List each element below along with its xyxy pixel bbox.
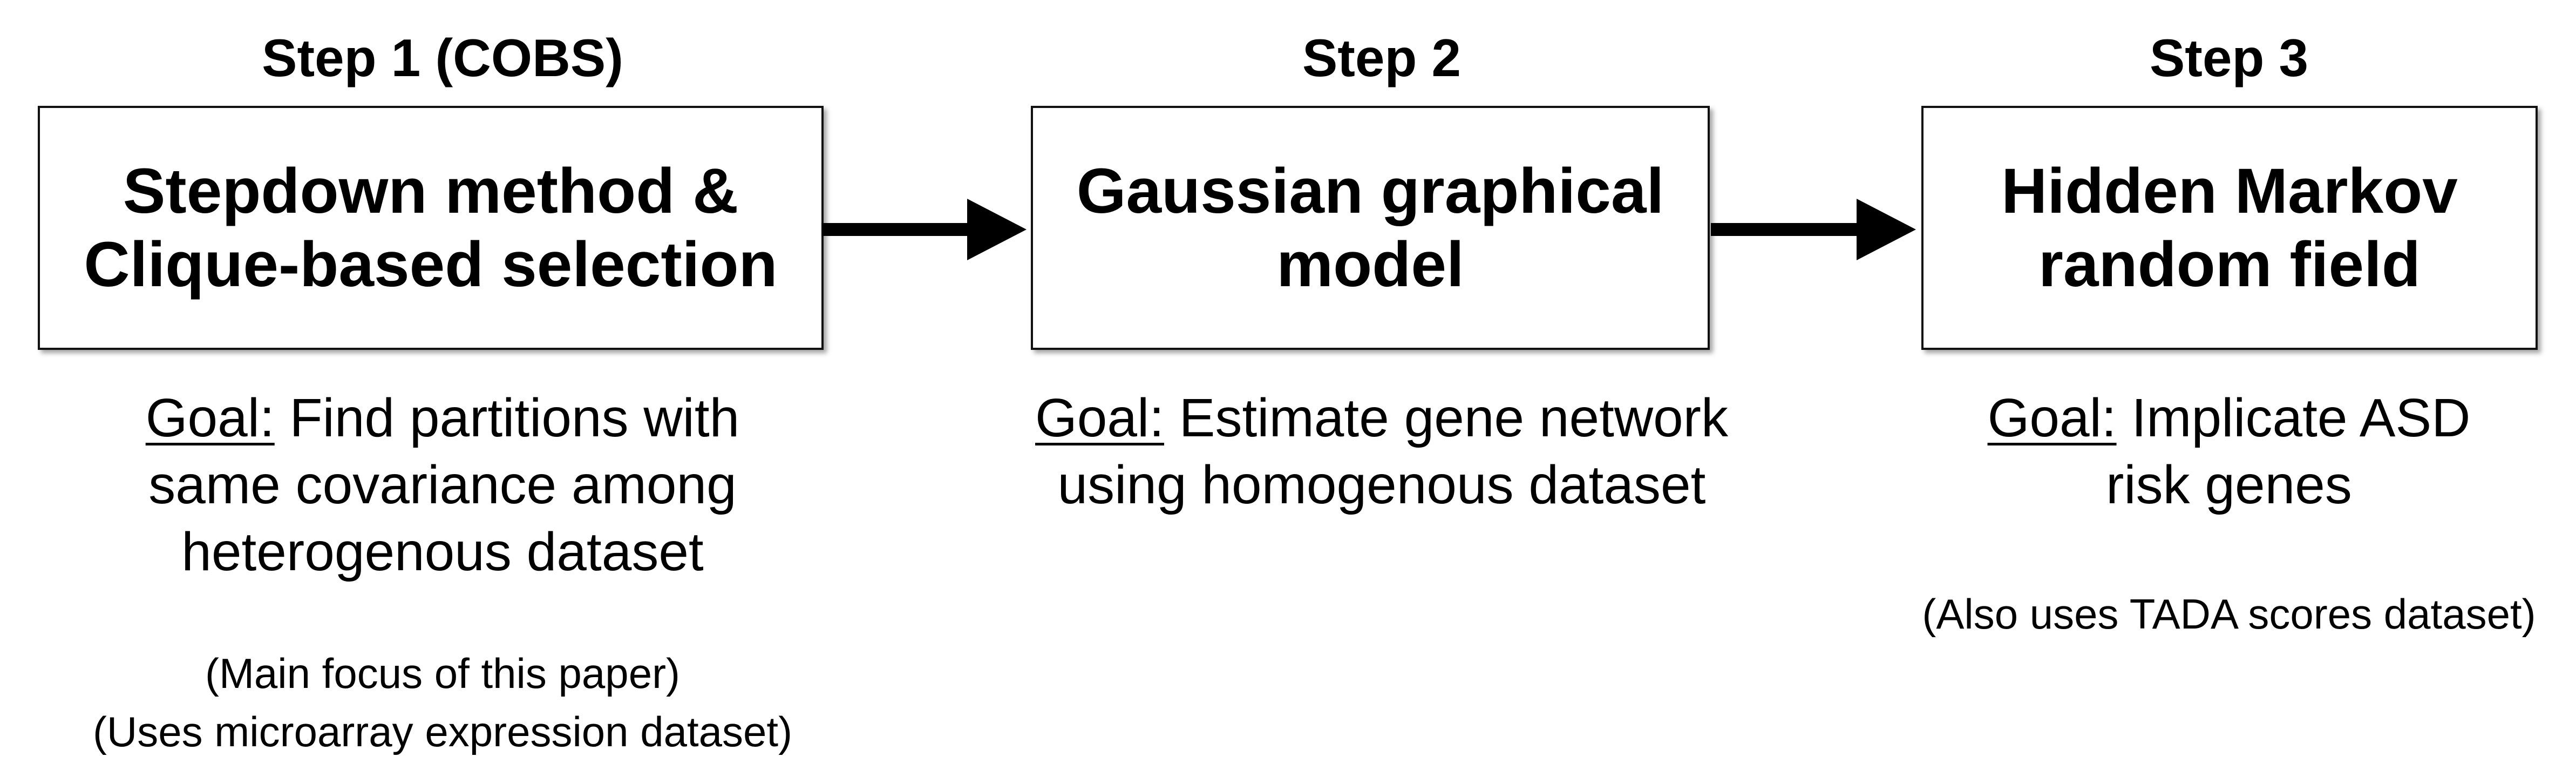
step-2-box-label: Gaussian graphical model: [1076, 156, 1664, 300]
step-1-note-1: (Main focus of this paper): [205, 650, 681, 697]
arrow-right-icon: [821, 199, 1027, 260]
step-3-box: Hidden Markov random field: [1921, 106, 2538, 350]
step-1-goal-text: Find partitions with same covariance amo…: [148, 388, 740, 582]
step-1-box: Stepdown method & Clique-based selection: [38, 106, 824, 350]
step-3-note-1: (Also uses TADA scores dataset): [1922, 590, 2536, 638]
step-1-title: Step 1 (COBS): [262, 28, 623, 87]
step-2-goal-label: Goal:: [1035, 388, 1165, 448]
step-2-title: Step 2: [1302, 28, 1462, 87]
step-1-box-label: Stepdown method & Clique-based selection: [84, 156, 778, 300]
step-2-goal: Goal: Estimate gene network using homoge…: [1015, 384, 1749, 518]
step-1-goal: Goal: Find partitions with same covarian…: [22, 384, 864, 585]
step-2-box: Gaussian graphical model: [1031, 106, 1710, 350]
step-3-title: Step 3: [2149, 28, 2309, 87]
step-3-goal: Goal: Implicate ASD risk genes: [1889, 384, 2569, 518]
step-3-goal-label: Goal:: [1987, 388, 2117, 448]
step-1-goal-label: Goal:: [145, 388, 275, 448]
step-3-goal-text: Implicate ASD risk genes: [2106, 388, 2471, 515]
arrow-right-icon: [1711, 199, 1916, 260]
step-2-goal-text: Estimate gene network using homogenous d…: [1057, 388, 1728, 515]
step-1-note-2: (Uses microarray expression dataset): [92, 708, 793, 755]
step-3-box-label: Hidden Markov random field: [2001, 156, 2458, 300]
